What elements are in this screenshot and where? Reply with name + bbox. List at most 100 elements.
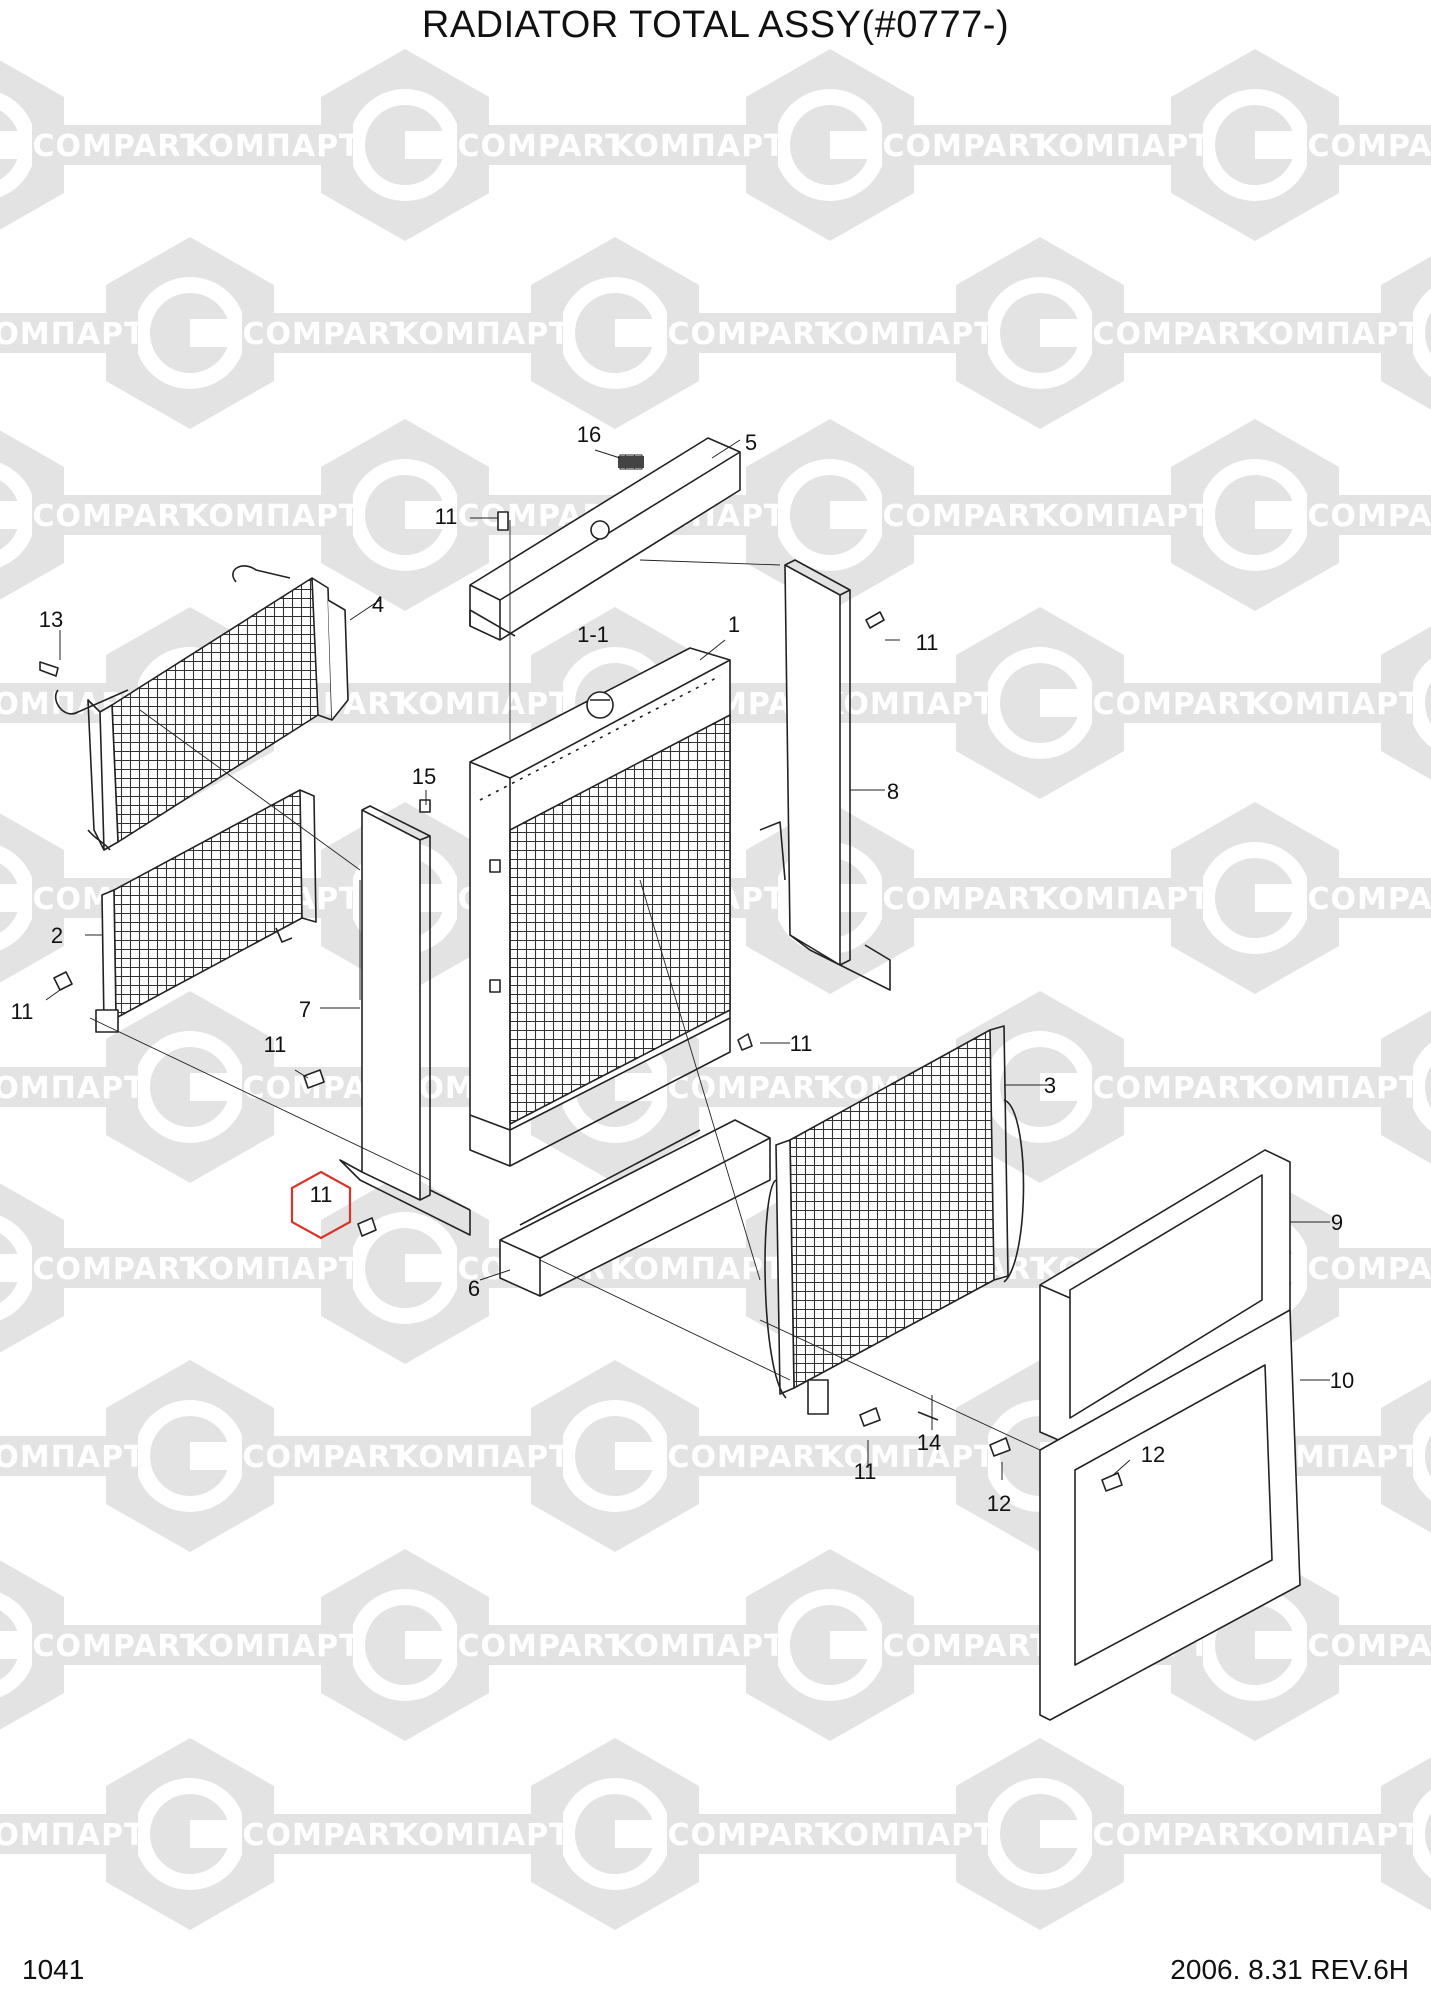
watermark-text-right: COMPART	[882, 882, 1051, 917]
callout-7: 7	[299, 997, 311, 1022]
page-title: RADIATOR TOTAL ASSY(#0777-)	[421, 4, 1010, 46]
callout-4: 4	[372, 592, 384, 617]
watermark-text-right: COMPART	[882, 129, 1051, 164]
watermark-logo: KOMПAPT COMPART	[185, 1549, 627, 1741]
watermark-text-right: COMPART	[667, 1440, 836, 1475]
callout-11-center: 11	[790, 1031, 813, 1056]
watermark-text-right: COMPART	[1307, 882, 1431, 917]
callout-11-bottom: 11	[854, 1459, 877, 1484]
callout-11-highlighted[interactable]: 11	[310, 1182, 333, 1207]
watermark-text-left: KOMПAPT	[395, 687, 570, 722]
watermark-logo: KOMПAPT COMPART	[0, 237, 412, 429]
page-number: 1041	[22, 1954, 85, 1985]
watermark-text-right: COMPART	[882, 499, 1051, 534]
label-plate-part	[618, 456, 644, 468]
side-plate-right-part	[759, 559, 891, 991]
watermark-text-right: COMPART	[882, 1629, 1051, 1664]
watermark-text-right: COMPART	[457, 129, 626, 164]
callout-1: 1	[728, 612, 740, 637]
watermark-text-right: COMPART	[1092, 1818, 1261, 1853]
watermark-logo: KOMПAPT COMPART	[0, 1738, 412, 1930]
watermark-text-left: KOMПAPT	[820, 317, 995, 352]
callout-11-top: 11	[435, 504, 458, 529]
callout-3: 3	[1044, 1073, 1056, 1098]
callout-11-mid: 11	[264, 1032, 287, 1057]
callout-leaders	[45, 439, 1330, 1480]
watermark-text-right: COMPART	[242, 1440, 411, 1475]
watermark-text-left: KOMПAPT	[185, 129, 360, 164]
watermark-text-left: KOMПAPT	[1245, 687, 1420, 722]
watermark-text-left: KOMПAPT	[610, 129, 785, 164]
watermark-text-left: KOMПAPT	[820, 1818, 995, 1853]
watermark-text-left: KOMПAPT	[1245, 317, 1420, 352]
watermark-text-left: KOMПAPT	[185, 499, 360, 534]
watermark-text-left: KOMПAPT	[0, 1071, 146, 1106]
watermark-logo: KOMПAPT COMPART	[610, 49, 1052, 241]
callout-16: 16	[577, 422, 601, 447]
watermark-text-right: COMPART	[1307, 499, 1431, 534]
watermark-text-left: KOMПAPT	[1035, 129, 1210, 164]
watermark-text-right: COMPART	[242, 317, 411, 352]
watermark-text-left: KOMПAPT	[610, 1252, 785, 1287]
revision-date: 2006. 8.31 REV.6H	[1170, 1954, 1409, 1985]
watermark-text-right: COMPART	[1092, 1071, 1261, 1106]
watermark-logo: KOMПAPT COMPART	[820, 607, 1262, 799]
callout-10: 10	[1330, 1368, 1354, 1393]
highlight-hexagon	[290, 1170, 352, 1240]
oil-cooler-part	[95, 789, 317, 1033]
callout-2: 2	[51, 923, 63, 948]
watermark-text-right: COMPART	[32, 499, 201, 534]
watermark-text-left: KOMПAPT	[820, 687, 995, 722]
watermark-text-right: COMPART	[667, 1071, 836, 1106]
watermark-text-right: COMPART	[32, 1629, 201, 1664]
side-plate-left-part	[339, 805, 471, 1236]
watermark-text-right: COMPART	[457, 1629, 626, 1664]
watermark-text-right: COMPART	[32, 1252, 201, 1287]
radiator-part	[469, 647, 731, 1167]
watermark-text-left: KOMПAPT	[1245, 1818, 1420, 1853]
watermark-text-right: COMPART	[667, 317, 836, 352]
callout-14: 14	[917, 1430, 941, 1455]
callout-12-right: 12	[1141, 1442, 1165, 1467]
watermark-text-right: COMPART	[1092, 687, 1261, 722]
leader-lines	[89, 520, 1041, 1451]
watermark-text-right: COMPART	[1307, 1252, 1431, 1287]
callout-11-right: 11	[916, 630, 939, 655]
frame-lower-part	[1039, 1309, 1301, 1721]
watermark-text-left: KOMПAPT	[1245, 1071, 1420, 1106]
callout-11-left: 11	[11, 999, 34, 1024]
watermark-text-left: KOMПAPT	[395, 1818, 570, 1853]
watermark-text-right: COMPART	[1307, 1629, 1431, 1664]
watermark-text-left: KOMПAPT	[395, 1440, 570, 1475]
watermark-text-right: COMPART	[32, 129, 201, 164]
callout-8: 8	[887, 779, 899, 804]
callout-5: 5	[745, 430, 757, 455]
watermark-text-right: COMPART	[1307, 129, 1431, 164]
lower-shroud-part	[499, 1119, 771, 1297]
watermark-text-left: KOMПAPT	[185, 1629, 360, 1664]
watermark-logo: KOMПAPT COMPART	[0, 1360, 412, 1552]
watermark-text-left: KOMПAPT	[0, 1440, 146, 1475]
intercooler-part	[54, 565, 349, 851]
callout-9: 9	[1331, 1210, 1343, 1235]
watermark-text-left: KOMПAPT	[820, 1440, 995, 1475]
callout-6: 6	[468, 1276, 480, 1301]
watermark-text-right: COMPART	[242, 1818, 411, 1853]
watermark-text-left: KOMПAPT	[0, 317, 146, 352]
watermark-text-left: KOMПAPT	[0, 1818, 146, 1853]
